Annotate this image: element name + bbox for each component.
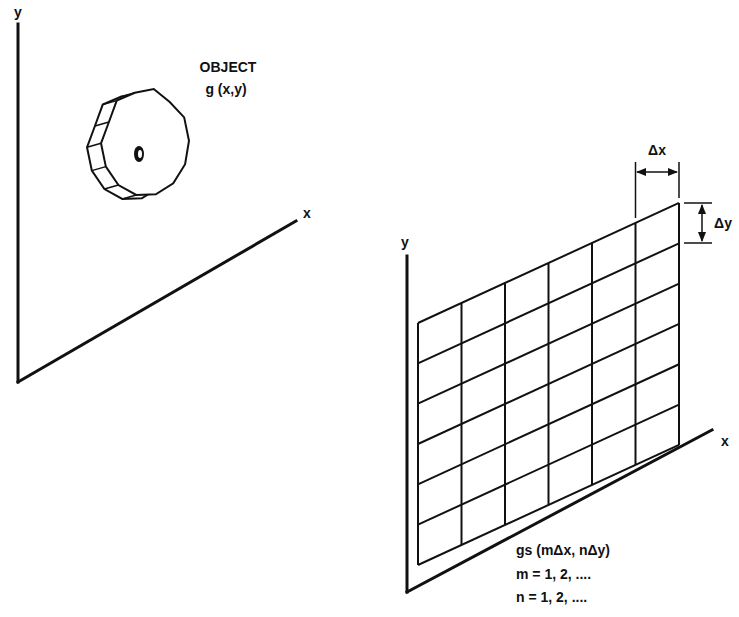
axis-label: y: [399, 234, 411, 250]
index-range: n = 1, 2, ....: [514, 589, 589, 605]
y-axis: [17, 24, 20, 382]
x-axis: [407, 430, 712, 592]
x-axis: [18, 221, 296, 382]
axis-label: y: [12, 4, 24, 20]
dimension-label: Δx: [646, 142, 668, 158]
sampling-grid: [418, 203, 679, 565]
extension-line: [678, 162, 680, 198]
index-range: m = 1, 2, ....: [514, 566, 593, 582]
extension-line: [684, 242, 712, 244]
dimension-arrow: [701, 205, 703, 241]
sampled-function-label: gs (mΔx, nΔy): [514, 542, 612, 558]
y-axis: [406, 256, 409, 592]
axis-label: x: [301, 205, 313, 221]
dimension-arrow: [637, 171, 677, 173]
object-disk: [87, 89, 189, 199]
extension-line: [635, 162, 637, 218]
function-label: g (x,y): [203, 81, 248, 97]
extension-line: [684, 202, 712, 204]
dimension-label: Δy: [712, 215, 734, 231]
axis-label: x: [719, 433, 731, 449]
object-label: OBJECT: [198, 59, 259, 75]
